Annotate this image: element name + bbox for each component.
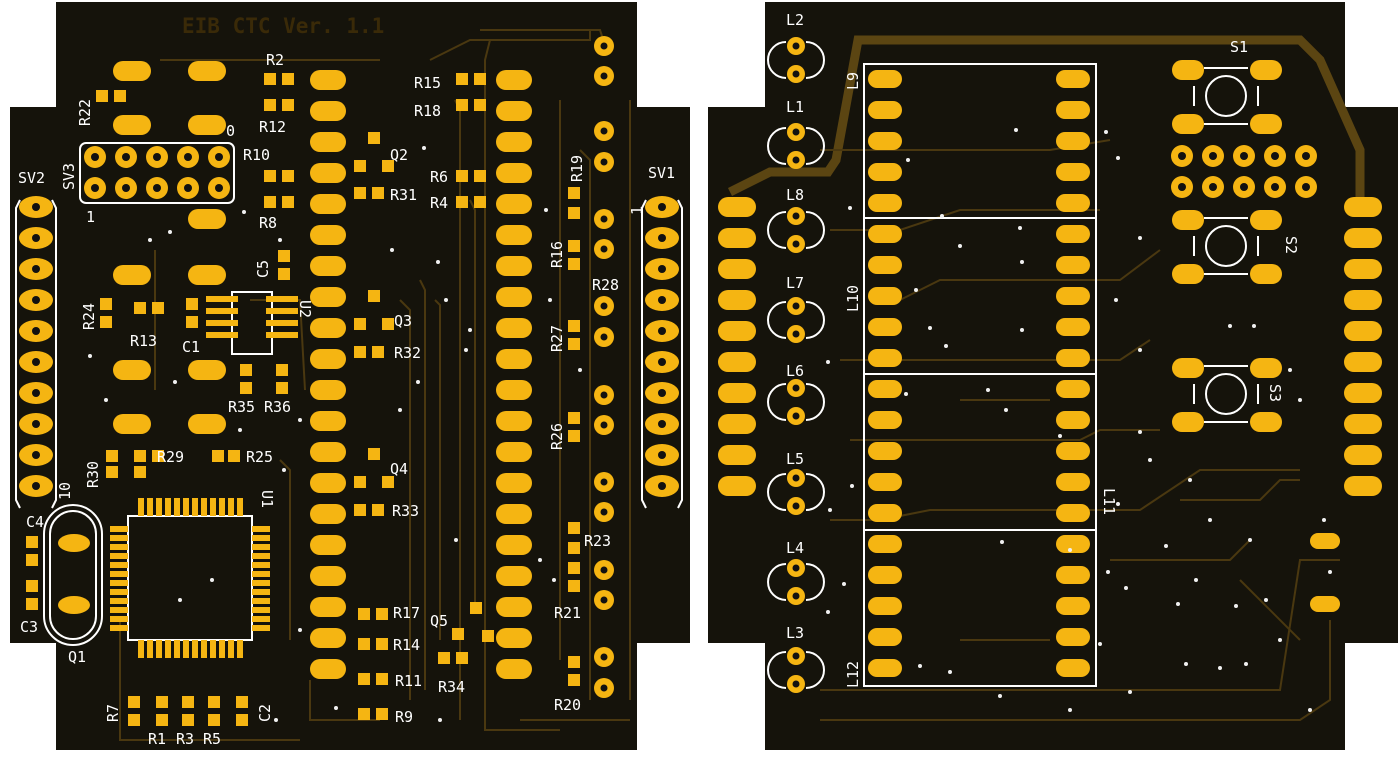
left-board: EIB CTC Ver. 1.1 SV2 10 [10, 2, 708, 750]
u1-chip [110, 498, 270, 658]
label-r8: R8 [259, 214, 277, 232]
right-board-substrate [708, 2, 1398, 750]
label-l11: L11 [1100, 488, 1118, 515]
switch-s2 [1172, 210, 1282, 284]
label-r19: R19 [568, 155, 586, 182]
left-middle-pad-column [310, 70, 346, 679]
label-l3: L3 [786, 624, 804, 642]
sv2-connector [15, 196, 57, 509]
label-s2: S2 [1282, 236, 1300, 254]
label-c1: C1 [182, 338, 200, 356]
label-r21: R21 [554, 604, 581, 622]
label-r13: R13 [130, 332, 157, 350]
label-r35: R35 [228, 398, 255, 416]
label-r16: R16 [548, 241, 566, 268]
label-l1: L1 [786, 98, 804, 116]
label-l2: L2 [786, 11, 804, 29]
label-r1: R1 [148, 730, 166, 748]
label-l8: L8 [786, 186, 804, 204]
label-r18: R18 [414, 102, 441, 120]
label-q5: Q5 [430, 612, 448, 630]
label-sv3-pin10: 0 [226, 122, 235, 140]
label-sv1-pin1: 1 [628, 206, 646, 215]
label-r9: R9 [395, 708, 413, 726]
right-board: L2 L1 L8 L7 L6 L5 L4 L3 L9 L10 L11 L12 S… [708, 2, 1398, 750]
label-q2: Q2 [390, 146, 408, 164]
label-sv2: SV2 [18, 169, 45, 187]
label-r24: R24 [80, 303, 98, 330]
q1-crystal [43, 504, 103, 646]
label-s1: S1 [1230, 38, 1248, 56]
label-sv1: SV1 [648, 164, 675, 182]
label-r11: R11 [395, 672, 422, 690]
left-vias [88, 146, 582, 722]
label-c5: C5 [254, 260, 272, 278]
label-c3: C3 [20, 618, 38, 636]
label-r15: R15 [414, 74, 441, 92]
label-r14: R14 [393, 636, 420, 654]
left-board-substrate [10, 2, 690, 750]
label-r12: R12 [259, 118, 286, 136]
label-r29: R29 [157, 448, 184, 466]
label-q3: Q3 [394, 312, 412, 330]
label-r30: R30 [84, 461, 102, 488]
label-l10: L10 [844, 285, 862, 312]
label-r20: R20 [554, 696, 581, 714]
label-sv3: SV3 [60, 163, 78, 190]
label-l9: L9 [844, 72, 862, 90]
switch-grid-pads [1171, 145, 1317, 198]
label-r36: R36 [264, 398, 291, 416]
label-sv2-pin10: 10 [56, 482, 74, 500]
left-smd-pads [26, 73, 580, 726]
label-u2: U2 [296, 300, 314, 318]
label-r6: R6 [430, 168, 448, 186]
switch-s1 [1172, 60, 1282, 134]
bus-trace [727, 35, 1365, 200]
label-r31: R31 [390, 186, 417, 204]
label-l5: L5 [786, 450, 804, 468]
label-r26: R26 [548, 423, 566, 450]
label-q4: Q4 [390, 460, 408, 478]
label-r28: R28 [592, 276, 619, 294]
label-r4: R4 [430, 194, 448, 212]
sv1-connector [641, 196, 683, 509]
label-r17: R17 [393, 604, 420, 622]
left-oval-pads [113, 61, 226, 434]
label-l4: L4 [786, 539, 804, 557]
label-r32: R32 [394, 344, 421, 362]
label-r25: R25 [246, 448, 273, 466]
label-c2: C2 [256, 704, 274, 722]
left-right-pad-column [496, 70, 532, 679]
label-q1: Q1 [68, 648, 86, 666]
label-r27: R27 [548, 325, 566, 352]
label-l12: L12 [844, 661, 862, 688]
led-pairs [767, 37, 825, 693]
label-s3: S3 [1266, 384, 1284, 402]
label-sv3-pin1: 1 [86, 208, 95, 226]
board-title: EIB CTC Ver. 1.1 [182, 14, 384, 38]
label-r10: R10 [243, 146, 270, 164]
label-r7: R7 [104, 704, 122, 722]
right-vias [826, 128, 1332, 712]
u2-chip [206, 291, 298, 355]
label-r2: R2 [266, 51, 284, 69]
label-l6: L6 [786, 362, 804, 380]
label-r33: R33 [392, 502, 419, 520]
right-left-connector [718, 197, 756, 496]
display-blocks [863, 63, 1097, 687]
label-u1: U1 [258, 490, 276, 508]
label-r22: R22 [76, 99, 94, 126]
label-c4: C4 [26, 513, 44, 531]
label-r23: R23 [584, 532, 611, 550]
label-sv1-pin10: 10 [690, 490, 708, 508]
right-right-connector [1310, 197, 1382, 612]
sv3-header [79, 142, 235, 204]
label-r3: R3 [176, 730, 194, 748]
label-r5: R5 [203, 730, 221, 748]
left-small-round-pads [594, 36, 614, 698]
switch-s3 [1172, 358, 1282, 432]
label-l7: L7 [786, 274, 804, 292]
label-r34: R34 [438, 678, 465, 696]
